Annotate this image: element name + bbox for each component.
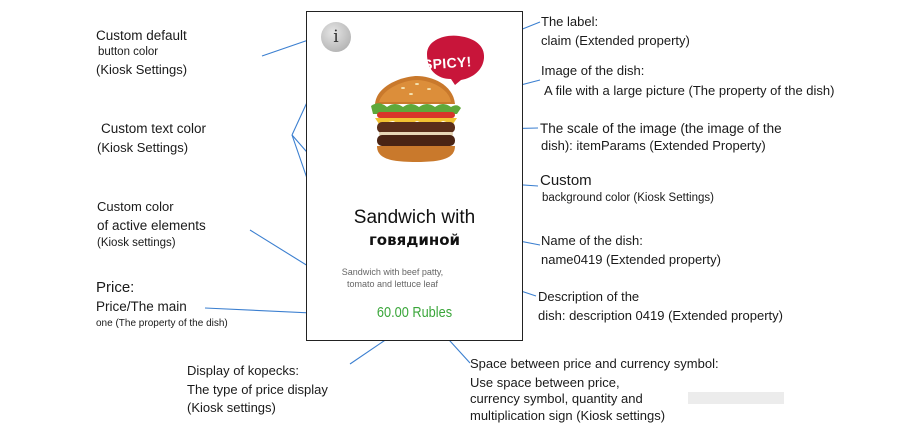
annotation-name: Name of the dish: name0419 (Extended pro… bbox=[541, 233, 721, 267]
erased-patch bbox=[688, 392, 784, 404]
annotation-active-color: Custom color of active elements (Kiosk s… bbox=[97, 199, 206, 249]
dish-name-second-line: говядиной bbox=[368, 231, 461, 249]
annotation-space: Space between price and currency symbol:… bbox=[470, 356, 719, 423]
annotation-description: Description of the dish: description 041… bbox=[538, 289, 783, 323]
spicy-badge-shape bbox=[427, 35, 485, 85]
annotation-label: The label: claim (Extended property) bbox=[541, 14, 690, 48]
info-button[interactable]: i bbox=[321, 22, 351, 52]
annotation-background: Custom background color (Kiosk Settings) bbox=[540, 172, 714, 204]
annotation-button-color: Custom default button color (Kiosk Setti… bbox=[96, 28, 188, 77]
dish-price[interactable]: 60.00 Rubles bbox=[376, 304, 453, 321]
info-icon: i bbox=[333, 27, 339, 47]
annotation-image: Image of the dish: A file with a large p… bbox=[541, 63, 835, 98]
annotation-price: Price: Price/The main one (The property … bbox=[96, 279, 228, 330]
kiosk-screen-mockup: i SPICY! Sandwich with говядиной Sandwic… bbox=[306, 11, 523, 341]
dish-description: Sandwich with beef patty, tomato and let… bbox=[341, 267, 444, 289]
annotation-scale: The scale of the image (the image of the… bbox=[540, 121, 782, 154]
spicy-label: SPICY! bbox=[422, 53, 472, 73]
annotation-text-color: Custom text color (Kiosk Settings) bbox=[97, 121, 207, 156]
annotation-kopecks: Display of kopecks: The type of price di… bbox=[187, 363, 328, 416]
dish-name: Sandwich with bbox=[353, 207, 476, 228]
dish-image bbox=[371, 76, 461, 162]
